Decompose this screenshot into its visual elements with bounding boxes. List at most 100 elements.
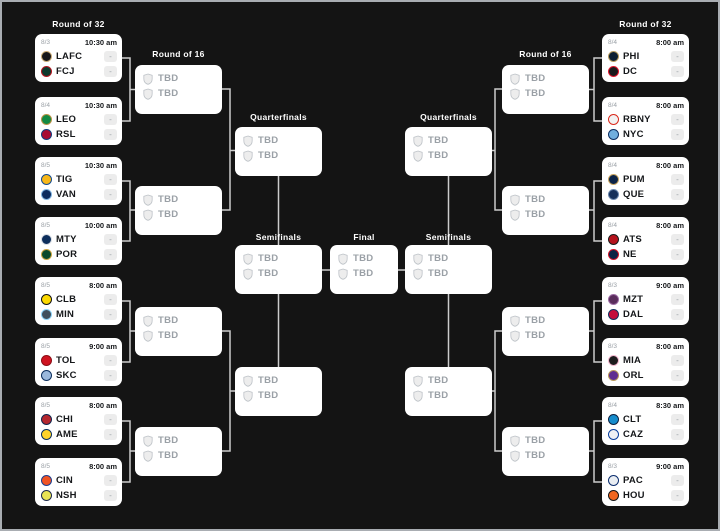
team-abbr: MTY <box>56 234 77 245</box>
tbd-team-label: TBD <box>158 88 179 99</box>
tbd-team-label: TBD <box>353 253 374 264</box>
team-abbr: NE <box>623 249 637 260</box>
qf-right-match-2[interactable]: TBD TBD <box>405 367 492 416</box>
score-box: - <box>104 189 117 200</box>
tbd-team-label: TBD <box>158 209 179 220</box>
tbd-team-label: TBD <box>258 268 279 279</box>
shield-placeholder-icon <box>413 150 423 162</box>
team-abbr: ORL <box>623 370 644 381</box>
match-card-pum-que[interactable]: 8/4 8:00 am PUM - QUE - <box>602 157 689 205</box>
team-logo-icon <box>608 114 619 125</box>
team-abbr: MZT <box>623 294 644 305</box>
team-abbr: MIA <box>623 355 642 366</box>
sf-left-match[interactable]: TBD TBD <box>235 245 322 294</box>
team-logo-icon <box>41 475 52 486</box>
team-logo-icon <box>608 414 619 425</box>
r16-left-match-3[interactable]: TBD TBD <box>135 307 222 356</box>
shield-placeholder-icon <box>143 73 153 85</box>
tbd-team-label: TBD <box>525 73 546 84</box>
match-card-lafc-fcj[interactable]: 8/3 10:30 am LAFC - FCJ - <box>35 34 122 82</box>
tbd-team-label: TBD <box>158 330 179 341</box>
r16-right-match-1[interactable]: TBD TBD <box>502 65 589 114</box>
match-card-mty-por[interactable]: 8/5 10:00 am MTY - POR - <box>35 217 122 265</box>
shield-placeholder-icon <box>510 194 520 206</box>
tbd-team-label: TBD <box>428 390 449 401</box>
match-card-clt-caz[interactable]: 8/4 8:30 am CLT - CAZ - <box>602 397 689 445</box>
match-card-phi-dc[interactable]: 8/4 8:00 am PHI - DC - <box>602 34 689 82</box>
shield-placeholder-icon <box>143 435 153 447</box>
match-time: 8:00 am <box>656 101 684 110</box>
match-date: 8/5 <box>41 402 51 409</box>
match-card-tol-skc[interactable]: 8/5 9:00 am TOL - SKC - <box>35 338 122 386</box>
tbd-team-label: TBD <box>428 268 449 279</box>
team-abbr: POR <box>56 249 78 260</box>
team-logo-icon <box>41 66 52 77</box>
score-box: - <box>104 355 117 366</box>
score-box: - <box>671 66 684 77</box>
match-card-mzt-dal[interactable]: 8/3 9:00 am MZT - DAL - <box>602 277 689 325</box>
match-card-clb-min[interactable]: 8/5 8:00 am CLB - MIN - <box>35 277 122 325</box>
match-time: 8:30 am <box>656 401 684 410</box>
match-card-chi-ame[interactable]: 8/5 8:00 am CHI - AME - <box>35 397 122 445</box>
match-date: 8/3 <box>608 343 618 350</box>
r16-left-match-4[interactable]: TBD TBD <box>135 427 222 476</box>
tbd-team-label: TBD <box>353 268 374 279</box>
r16-right-match-4[interactable]: TBD TBD <box>502 427 589 476</box>
score-box: - <box>671 249 684 260</box>
team-logo-icon <box>41 129 52 140</box>
team-logo-icon <box>41 189 52 200</box>
team-logo-icon <box>608 249 619 260</box>
team-abbr: SKC <box>56 370 77 381</box>
round-title-qf-left: Quarterfinals <box>250 112 307 122</box>
score-box: - <box>104 249 117 260</box>
r16-left-match-1[interactable]: TBD TBD <box>135 65 222 114</box>
shield-placeholder-icon <box>510 315 520 327</box>
tbd-team-label: TBD <box>428 375 449 386</box>
match-card-mia-orl[interactable]: 8/3 8:00 am MIA - ORL - <box>602 338 689 386</box>
r16-right-match-2[interactable]: TBD TBD <box>502 186 589 235</box>
team-abbr: CHI <box>56 414 73 425</box>
team-abbr: NYC <box>623 129 644 140</box>
match-card-tig-van[interactable]: 8/5 10:30 am TIG - VAN - <box>35 157 122 205</box>
match-card-rbny-nyc[interactable]: 8/4 8:00 am RBNY - NYC - <box>602 97 689 145</box>
tbd-team-label: TBD <box>525 450 546 461</box>
team-abbr: MIN <box>56 309 75 320</box>
match-time: 9:00 am <box>89 342 117 351</box>
match-date: 8/4 <box>608 102 618 109</box>
team-abbr: QUE <box>623 189 645 200</box>
round-title-r32-right: Round of 32 <box>619 19 672 29</box>
r16-left-match-2[interactable]: TBD TBD <box>135 186 222 235</box>
match-time: 8:00 am <box>656 221 684 230</box>
team-logo-icon <box>41 294 52 305</box>
final-match[interactable]: TBD TBD <box>330 245 398 294</box>
score-box: - <box>104 234 117 245</box>
r16-right-match-3[interactable]: TBD TBD <box>502 307 589 356</box>
match-card-ats-ne[interactable]: 8/4 8:00 am ATS - NE - <box>602 217 689 265</box>
qf-left-match-2[interactable]: TBD TBD <box>235 367 322 416</box>
shield-placeholder-icon <box>143 194 153 206</box>
team-abbr: CIN <box>56 475 73 486</box>
match-card-cin-nsh[interactable]: 8/5 8:00 am CIN - NSH - <box>35 458 122 506</box>
score-box: - <box>104 114 117 125</box>
sf-right-match[interactable]: TBD TBD <box>405 245 492 294</box>
score-box: - <box>104 414 117 425</box>
shield-placeholder-icon <box>243 253 253 265</box>
team-abbr: DC <box>623 66 638 77</box>
qf-left-match-1[interactable]: TBD TBD <box>235 127 322 176</box>
score-box: - <box>104 309 117 320</box>
match-time: 8:00 am <box>656 161 684 170</box>
shield-placeholder-icon <box>243 135 253 147</box>
team-logo-icon <box>608 475 619 486</box>
qf-right-match-1[interactable]: TBD TBD <box>405 127 492 176</box>
score-box: - <box>671 475 684 486</box>
match-card-pac-hou[interactable]: 8/3 9:00 am PAC - HOU - <box>602 458 689 506</box>
shield-placeholder-icon <box>510 435 520 447</box>
match-date: 8/4 <box>608 222 618 229</box>
round-title-r32-left: Round of 32 <box>52 19 105 29</box>
team-logo-icon <box>608 234 619 245</box>
team-abbr: RSL <box>56 129 76 140</box>
team-abbr: HOU <box>623 490 645 501</box>
match-card-leo-rsl[interactable]: 8/4 10:30 am LEO - RSL - <box>35 97 122 145</box>
shield-placeholder-icon <box>243 375 253 387</box>
